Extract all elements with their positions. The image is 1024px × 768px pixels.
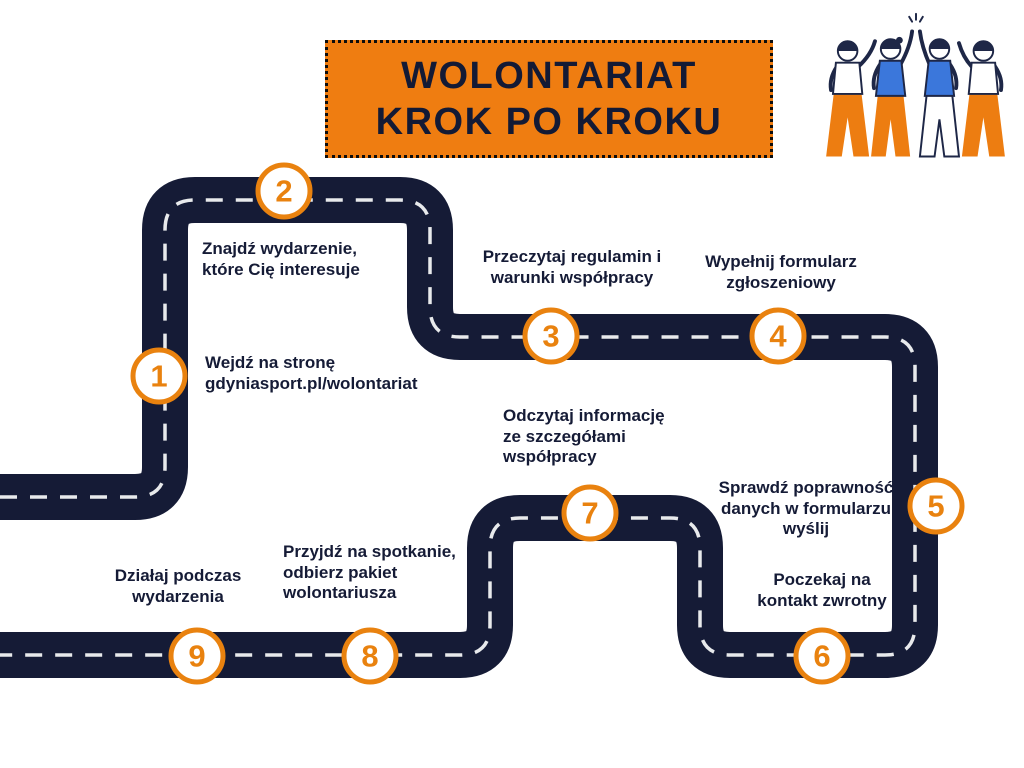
step-8-marker: 8 [341, 627, 399, 685]
high-five-sparks-icon [908, 12, 924, 23]
step-4-label: Wypełnij formularz zgłoszeniowy [705, 252, 857, 292]
step-1-label: Wejdź na stronę gdyniasport.pl/wolontari… [205, 353, 418, 393]
person-hair-bun [895, 36, 903, 44]
person-arm-raised [917, 29, 932, 67]
step-4-marker: 4 [749, 307, 807, 365]
person-figure-1 [826, 39, 877, 157]
step-5-number: 5 [927, 488, 945, 524]
person-hair [837, 41, 858, 51]
step-9-label: Działaj podczas wydarzenia [114, 566, 242, 606]
person-figure-2 [871, 29, 915, 157]
step-6-marker: 6 [793, 627, 851, 685]
person-shirt [967, 61, 1000, 95]
person-arm-raised [898, 29, 915, 67]
person-arm-raised [957, 41, 974, 69]
step-6-label: Poczekaj na kontakt zwrotny [757, 570, 887, 610]
person-hair [880, 39, 901, 50]
step-8-label: Przyjdź na spotkanie, odbierz pakiet wol… [283, 542, 456, 603]
step-3-number: 3 [542, 318, 560, 354]
person-shirt [874, 59, 907, 97]
step-1-marker: 1 [130, 347, 188, 405]
step-7-label: Odczytaj informację ze szczegółami współ… [503, 406, 665, 467]
title-line-2: KROK PO KROKU [375, 101, 723, 143]
person-pants [871, 93, 911, 157]
person-pants [918, 92, 961, 158]
step-7-number: 7 [581, 495, 599, 531]
step-2-marker: 2 [255, 162, 313, 220]
title-banner: WOLONTARIAT KROK PO KROKU [325, 40, 773, 158]
person-pants [826, 92, 870, 157]
step-7-marker: 7 [561, 484, 619, 542]
step-9-marker: 9 [168, 627, 226, 685]
person-shirt [923, 59, 956, 97]
step-2-label: Znajdź wydarzenie, które Cię interesuje [202, 239, 360, 279]
person-figure-3 [917, 29, 961, 158]
person-hair [929, 39, 950, 50]
step-6-number: 6 [813, 638, 831, 674]
person-pants [961, 92, 1005, 157]
step-1-number: 1 [150, 358, 168, 394]
step-2-number: 2 [275, 173, 293, 209]
person-arm-raised [856, 39, 877, 69]
person-figure-4 [957, 40, 1005, 157]
person-shirt [831, 61, 864, 95]
step-9-number: 9 [188, 638, 206, 674]
step-3-marker: 3 [522, 307, 580, 365]
title-line-1: WOLONTARIAT [401, 54, 697, 97]
person-hair [973, 41, 994, 51]
step-5-marker: 5 [907, 477, 965, 535]
step-3-label: Przeczytaj regulamin i warunki współprac… [482, 247, 662, 287]
step-5-label: Sprawdź poprawność danych w formularzu w… [718, 478, 894, 539]
step-8-number: 8 [361, 638, 379, 674]
step-4-number: 4 [769, 318, 787, 354]
people-high-five-illustration [826, 12, 1005, 158]
